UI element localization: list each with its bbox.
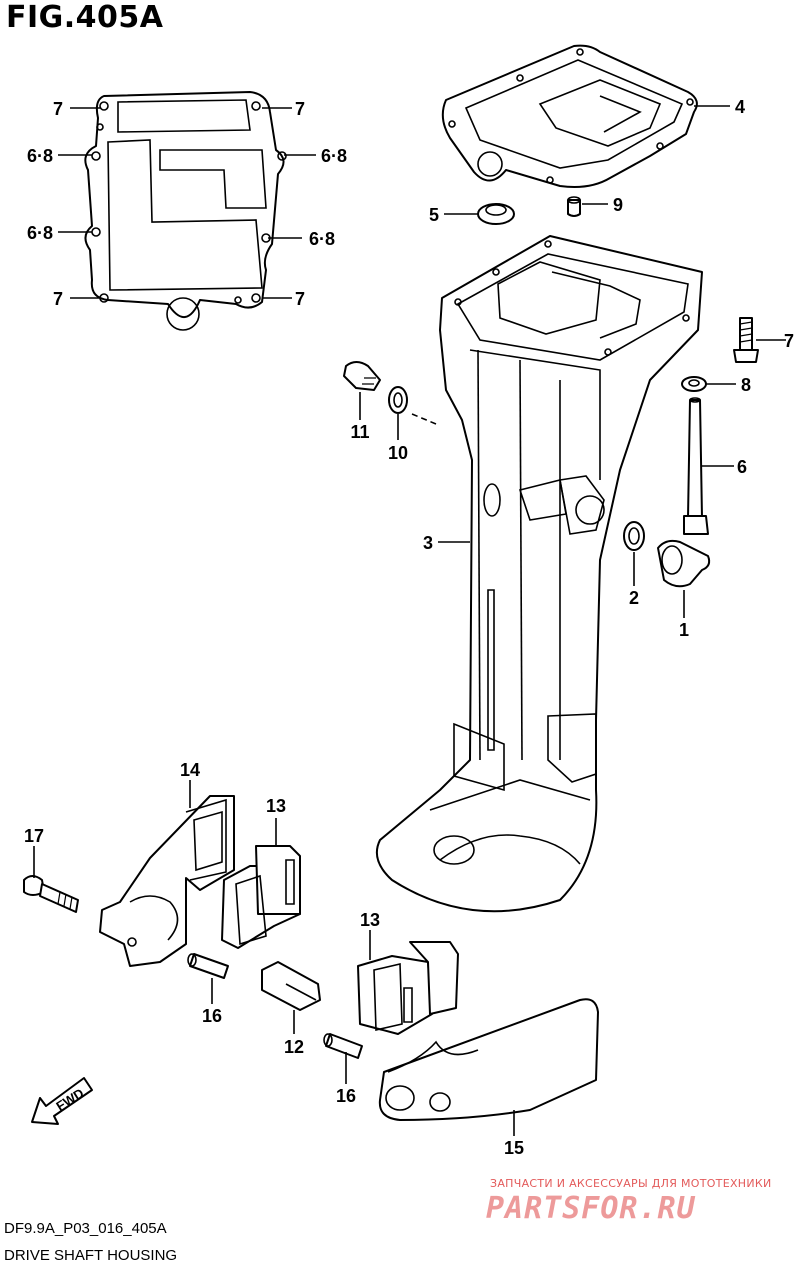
plug-part-11[interactable] (343, 361, 381, 391)
callout-label: 7 (784, 331, 794, 351)
callout-label: 6·8 (27, 223, 53, 243)
callout-label: 7 (53, 99, 63, 119)
callout-label: 9 (613, 195, 623, 215)
pin-part-16-left[interactable] (187, 953, 229, 979)
callout-label: 14 (180, 760, 200, 780)
callout-label: 5 (429, 205, 439, 225)
pin-part-16-right[interactable] (323, 1033, 363, 1059)
callout-label: 13 (266, 796, 286, 816)
washer-part-8[interactable] (681, 376, 707, 392)
callout-label: 2 (629, 588, 639, 608)
mount-part-13-lower[interactable] (357, 941, 459, 1035)
callout-label: 16 (336, 1086, 356, 1106)
gasket-part-10[interactable] (388, 386, 408, 414)
forward-direction-arrow: FWD (31, 1077, 93, 1125)
callout-label: 6 (737, 457, 747, 477)
bolt-part-7[interactable] (733, 317, 759, 363)
leader-lines (33, 105, 786, 1136)
figure-title: FIG.405A (6, 0, 164, 35)
callout-label: 6·8 (27, 146, 53, 166)
bolt-part-17[interactable] (23, 875, 79, 913)
plug-part-1[interactable] (657, 539, 711, 588)
bracket-part-14[interactable] (99, 795, 235, 967)
callout-label: 8 (741, 375, 751, 395)
bolt-part-6[interactable] (683, 397, 709, 535)
bracket-part-15[interactable] (378, 998, 599, 1121)
callout-label: 11 (350, 422, 369, 442)
callout-label: 15 (504, 1138, 524, 1158)
callout-label: 6·8 (321, 146, 347, 166)
callout-label: 17 (24, 826, 44, 846)
callout-label: 6·8 (309, 229, 335, 249)
callout-label: 13 (360, 910, 380, 930)
watermark-logo: PARTSFOR.RU (486, 1191, 696, 1226)
callout-label: 7 (53, 289, 63, 309)
gasket-left-part[interactable] (84, 91, 287, 331)
watermark-tagline: ЗАПЧАСТИ И АКСЕССУАРЫ ДЛЯ МОТОТЕХНИКИ (490, 1177, 772, 1190)
pin-part-9[interactable] (567, 196, 581, 217)
callout-label: 4 (735, 97, 745, 117)
callout-label: 7 (295, 289, 305, 309)
callout-label: 7 (295, 99, 305, 119)
mount-part-13-upper[interactable] (221, 845, 301, 949)
gasket-upper-part[interactable] (441, 44, 698, 188)
callout-label: 12 (284, 1037, 304, 1057)
figure-code: DF9.9A_P03_016_405A (4, 1220, 167, 1237)
drive-shaft-housing-part[interactable] (376, 235, 703, 913)
figure-caption: DRIVE SHAFT HOUSING (4, 1247, 178, 1264)
callout-label: 10 (388, 443, 408, 463)
seal-part-5[interactable] (477, 203, 515, 225)
callout-label: 1 (679, 620, 689, 640)
callout-label: 3 (423, 533, 433, 553)
cover-part-12[interactable] (261, 961, 321, 1011)
callout-label: 16 (202, 1006, 222, 1026)
gasket-part-2[interactable] (623, 521, 645, 551)
